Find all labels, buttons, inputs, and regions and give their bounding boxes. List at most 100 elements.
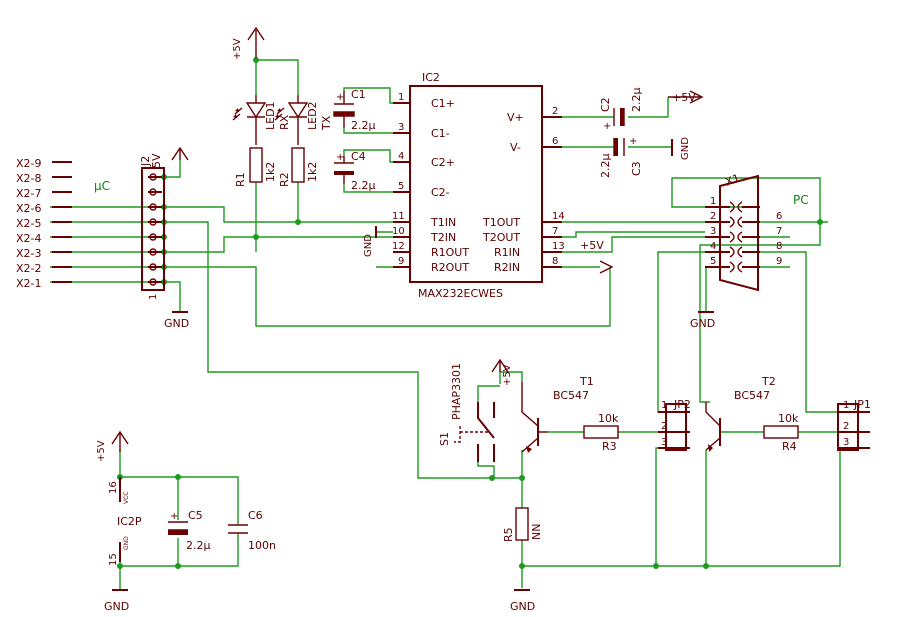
jp2-pin: 1 [661, 400, 667, 411]
led2: LED2 TX [274, 95, 333, 145]
x1-pin: 6 [776, 211, 782, 222]
ic2p-power: +5V 16 VCC IC2P GND 15 GND [96, 430, 142, 613]
ic2-ref: IC2 [422, 71, 440, 84]
jp1-pin: 3 [843, 437, 849, 448]
resistor-r2: R2 1k2 [278, 147, 319, 187]
jumper-jp1: 1 2 3 JP1 [837, 398, 871, 451]
uc-label: µC [94, 179, 110, 193]
c4-value: 2.2µ [351, 179, 376, 192]
pc-label: PC [793, 193, 809, 207]
ic2p-gnd-num: 15 [108, 553, 119, 566]
ic2-pin-name: C2- [431, 186, 450, 199]
x1-pin: 3 [710, 226, 716, 237]
ic2-pin-num: 6 [552, 136, 558, 147]
ic2-pin-name: T1IN [430, 216, 456, 229]
ic2-pin-name: C1- [431, 127, 450, 140]
x1-pin: 9 [776, 256, 782, 267]
s1-ref: S1 [438, 432, 451, 446]
gnd-label: GND [690, 317, 715, 330]
ic2-pin-num: 14 [552, 211, 565, 222]
j2-pin1: 1 [148, 294, 159, 300]
capacitor-c6: C6 100n [228, 509, 276, 552]
ic2p-ref: IC2P [117, 515, 142, 528]
x1-pin: 4 [710, 241, 716, 252]
r2-value: 1k2 [306, 162, 319, 182]
ic2-pin-num: 2 [552, 106, 558, 117]
led1-label: RX [278, 114, 291, 130]
svg-text:+: + [629, 136, 637, 147]
c1-value: 2.2µ [351, 119, 376, 132]
x2-pin-label: X2-3 [16, 247, 42, 260]
t1-ref: T1 [579, 375, 594, 388]
resistor-r3: 10k R3 [583, 412, 619, 453]
jp1-ref: JP1 [853, 398, 871, 411]
ic2-pin-num: 10 [392, 226, 405, 237]
r1-ref: R1 [234, 172, 247, 187]
r1-value: 1k2 [264, 162, 277, 182]
x2-pin-list: X2-9 X2-8 X2-7 X2-6 X2-5 X2-4 X2-3 X2-2 … [16, 157, 72, 290]
capacitor-c3: + 2.2µ C3 [599, 136, 643, 178]
c6-ref: C6 [248, 509, 263, 522]
ic2-pin-num: 13 [552, 241, 565, 252]
r5-value: NN [530, 524, 543, 540]
t2-part: BC547 [734, 389, 770, 402]
x1-pin: 7 [776, 226, 782, 237]
ic2p-vcc-num: 16 [108, 481, 119, 494]
ic2p-gnd-name: GND [123, 536, 130, 550]
ground-symbol: GND [510, 589, 535, 613]
led2-label: TX [320, 115, 333, 131]
ic2-max232: IC2 MAX232ECWES 1 3 4 5 11 10 12 9 C1+ C… [363, 71, 614, 300]
ic2-pin-name: C2+ [431, 156, 455, 169]
gnd-label: GND [104, 600, 129, 613]
jumper-jp2: 1 2 3 JP2 [658, 398, 691, 451]
ic2-pin-name: T2IN [430, 231, 456, 244]
ic2-part: MAX232ECWES [418, 287, 503, 300]
r4-ref: R4 [782, 440, 797, 453]
ic2-pin-num: 11 [392, 211, 405, 222]
r3-ref: R3 [602, 440, 617, 453]
led1: LED1 RX [232, 95, 291, 145]
x2-pin-label: X2-4 [16, 232, 42, 245]
jp2-pin: 2 [661, 421, 667, 432]
r4-value: 10k [778, 412, 799, 425]
ic2-pin-name: T1OUT [482, 216, 520, 229]
ic2-pin-name: R2IN [494, 261, 520, 274]
r3-value: 10k [598, 412, 619, 425]
ic2-pin-num: 1 [398, 92, 404, 103]
c5-value: 2.2µ [186, 539, 211, 552]
x1-pin: 2 [710, 211, 716, 222]
t2-ref: T2 [761, 375, 776, 388]
ground-symbol: GND [671, 137, 691, 160]
capacitor-c5: + C5 2.2µ [168, 509, 211, 552]
j2-ref: J2 [139, 156, 152, 167]
c1-ref: C1 [351, 88, 366, 101]
c3-ref: C3 [630, 161, 643, 176]
led2-ref: LED2 [306, 101, 319, 130]
c2-ref: C2 [599, 97, 612, 112]
resistor-r1: R1 1k2 [234, 147, 277, 187]
x2-pin-label: X2-9 [16, 157, 42, 170]
gnd-label: GND [680, 137, 691, 160]
x2-pin-label: X2-7 [16, 187, 42, 200]
ic2-pin-name: R2OUT [431, 261, 469, 274]
svg-text:+: + [603, 121, 611, 132]
vcc-label: +5V [502, 364, 513, 386]
v-plus-supply: +5V [668, 90, 704, 104]
ic2p-vcc-name: VCC [123, 492, 130, 504]
transistor-t2: T2 BC547 [705, 375, 776, 452]
net-junctions [117, 57, 823, 569]
transistor-t1: T1 BC547 [521, 375, 594, 453]
r2-ref: R2 [278, 172, 291, 187]
x1-pin: 1 [710, 196, 716, 207]
connector-x1: X1 PC 1 2 3 4 5 6 7 8 9 GND [690, 172, 809, 330]
supply-arrow: +5V [232, 26, 265, 60]
ic2-pin-num: 3 [398, 122, 404, 133]
x2-pin-label: X2-2 [16, 262, 42, 275]
vcc-label: +5V [232, 38, 243, 60]
x1-pin: 8 [776, 241, 782, 252]
c5-ref: C5 [188, 509, 203, 522]
ic2-pin-num: 9 [398, 256, 404, 267]
vcc-label: +5V [672, 91, 696, 104]
capacitor-c4: + C4 2.2µ [334, 150, 376, 192]
ic2-pin-name: V+ [507, 111, 524, 124]
